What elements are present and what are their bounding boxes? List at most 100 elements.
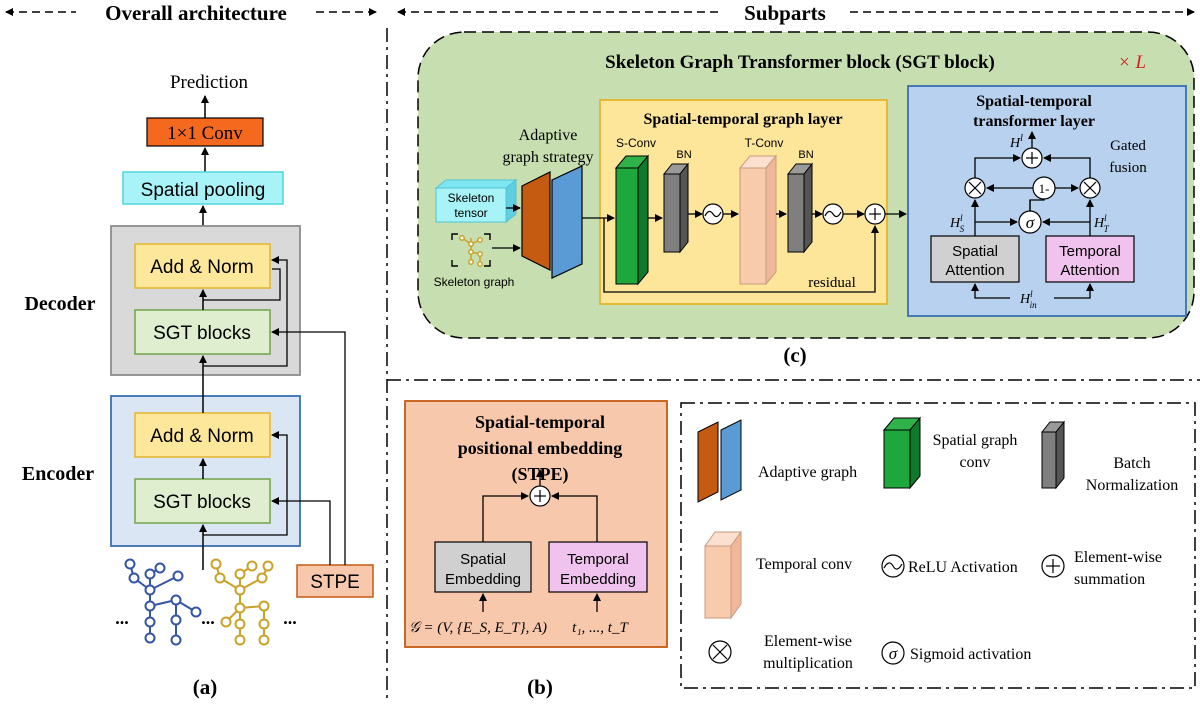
gated-label-2: fusion bbox=[1109, 160, 1147, 176]
spatial-attention-label-2: Attention bbox=[945, 262, 1004, 279]
st-graph-layer-title: Spatial-temporal graph layer bbox=[643, 111, 842, 128]
decoder-add-norm bbox=[134, 243, 271, 289]
stpe-label: STPE bbox=[310, 572, 360, 593]
conv-label: 1×1 Conv bbox=[167, 123, 243, 144]
temporal-attention-label-1: Temporal bbox=[1059, 243, 1121, 260]
spatial-pooling-label: Spatial pooling bbox=[141, 180, 266, 201]
legend: Adaptive graph Spatial graph conv Batch … bbox=[680, 402, 1196, 689]
legend-mult-label-1: Element-wise bbox=[764, 633, 852, 650]
header-right: Subparts bbox=[397, 1, 1195, 25]
caption-b: (b) bbox=[527, 675, 553, 699]
st-transformer-title-2: transformer layer bbox=[973, 113, 1095, 130]
legend-adaptive-graph-icon bbox=[697, 419, 742, 503]
panel-a: Prediction 1×1 Conv Spatial pooling Deco… bbox=[22, 72, 374, 699]
spatial-attention-label-1: Spatial bbox=[952, 243, 998, 260]
stpe-title-2: positional embedding bbox=[458, 438, 623, 458]
legend-bn-label-2: Normalization bbox=[1086, 477, 1178, 494]
header-left: Overall architecture bbox=[5, 1, 377, 25]
dots-left: ... bbox=[115, 608, 129, 628]
legend-temporal-conv-icon bbox=[704, 530, 742, 620]
caption-c: (c) bbox=[783, 343, 806, 367]
legend-bn-icon bbox=[1040, 420, 1066, 490]
legend-spatial-conv-icon bbox=[882, 416, 922, 490]
h-l-label: Hl bbox=[1009, 133, 1023, 151]
one-minus-label: 1- bbox=[1039, 181, 1050, 196]
adaptive-label-1: Adaptive bbox=[519, 127, 578, 144]
bn-block-1 bbox=[662, 162, 690, 254]
bn-label-1: BN bbox=[676, 149, 691, 161]
decoder-label: Decoder bbox=[24, 293, 95, 315]
legend-relu-label: ReLU Activation bbox=[908, 559, 1018, 576]
sgt-block-title: Skeleton Graph Transformer block (SGT bl… bbox=[605, 52, 995, 73]
skeleton-tensor-icon: Skeleton tensor bbox=[434, 178, 518, 224]
graph-formula: 𝒢 = (V, {E_S, E_T}, A) bbox=[409, 620, 547, 636]
skeleton-graph-blue-icon bbox=[124, 558, 202, 646]
skeleton-tensor-label-2: tensor bbox=[454, 206, 487, 220]
gated-label-1: Gated bbox=[1110, 138, 1146, 154]
encoder-sgt-blocks bbox=[134, 478, 271, 524]
conv-box bbox=[146, 117, 264, 147]
adaptive-label-2: graph strategy bbox=[502, 149, 593, 166]
legend-spatial-conv-label-2: conv bbox=[959, 454, 990, 471]
legend-sum-label-2: summation bbox=[1074, 571, 1145, 588]
skeleton-graph-label: Skeleton graph bbox=[434, 275, 515, 289]
encoder-label: Encoder bbox=[22, 463, 94, 485]
spatial-attention-box bbox=[930, 235, 1020, 283]
residual-label: residual bbox=[808, 275, 855, 291]
panel-b: Spatial-temporal positional embedding (S… bbox=[404, 400, 668, 699]
legend-temporal-conv-label: Temporal conv bbox=[756, 556, 852, 573]
legend-spatial-conv-label-1: Spatial graph bbox=[933, 432, 1018, 449]
legend-sigmoid-icon bbox=[881, 641, 905, 665]
prediction-label: Prediction bbox=[170, 72, 249, 93]
skeleton-graph-gold-icon bbox=[210, 558, 274, 646]
bn-label-2: BN bbox=[798, 149, 813, 161]
skeleton-graph-small-icon bbox=[451, 233, 491, 267]
encoder-sgt-label: SGT blocks bbox=[153, 492, 251, 513]
legend-bn-label-1: Batch bbox=[1113, 455, 1150, 472]
spatial-embedding-label-1: Spatial bbox=[460, 551, 506, 568]
legend-sum-label-1: Element-wise bbox=[1074, 549, 1162, 566]
legend-adaptive-graph-label: Adaptive graph bbox=[758, 464, 857, 481]
st-transformer-title-1: Spatial-temporal bbox=[976, 93, 1092, 110]
sigma-label: σ bbox=[1026, 213, 1035, 232]
temporal-embedding-box bbox=[548, 541, 648, 593]
decoder-sgt-blocks bbox=[134, 309, 271, 355]
header-subparts: Subparts bbox=[744, 1, 826, 25]
sconv-block bbox=[614, 154, 650, 286]
legend-mult-label-2: multiplication bbox=[763, 655, 853, 672]
stpe-box bbox=[296, 564, 374, 598]
spatial-pooling-box bbox=[122, 171, 284, 205]
decoder-add-norm-label: Add & Norm bbox=[150, 257, 253, 278]
temporal-embedding-label-1: Temporal bbox=[567, 551, 629, 568]
encoder-add-norm-label: Add & Norm bbox=[150, 426, 253, 447]
temporal-embedding-label-2: Embedding bbox=[560, 571, 636, 588]
time-formula: t₁, ..., t_T bbox=[572, 620, 629, 636]
sconv-label: S-Conv bbox=[616, 136, 656, 150]
tconv-block bbox=[738, 154, 778, 286]
skeleton-tensor-label-1: Skeleton bbox=[448, 191, 495, 205]
dots-right: ... bbox=[283, 608, 297, 628]
legend-sigmoid-label: Sigmoid activation bbox=[910, 646, 1031, 663]
stpe-panel-box bbox=[404, 400, 668, 648]
caption-a: (a) bbox=[193, 675, 218, 699]
decoder-sgt-label: SGT blocks bbox=[153, 323, 251, 344]
adaptive-graph-icon bbox=[521, 165, 583, 279]
panel-c: Skeleton Graph Transformer block (SGT bl… bbox=[417, 31, 1195, 367]
tconv-label: T-Conv bbox=[745, 136, 784, 150]
legend-box bbox=[680, 402, 1196, 689]
stpe-title-1: Spatial-temporal bbox=[475, 412, 605, 432]
header-overall-architecture: Overall architecture bbox=[105, 1, 287, 25]
times-l-label: × L bbox=[1118, 52, 1146, 73]
bn-block-2 bbox=[786, 162, 814, 254]
spatial-embedding-box bbox=[434, 541, 532, 593]
temporal-attention-label-2: Attention bbox=[1060, 262, 1119, 279]
encoder-add-norm bbox=[134, 412, 271, 458]
dots-middle: ... bbox=[201, 608, 215, 628]
temporal-attention-box bbox=[1045, 235, 1135, 283]
legend-sigma-glyph: σ bbox=[889, 644, 898, 663]
spatial-embedding-label-2: Embedding bbox=[445, 571, 521, 588]
